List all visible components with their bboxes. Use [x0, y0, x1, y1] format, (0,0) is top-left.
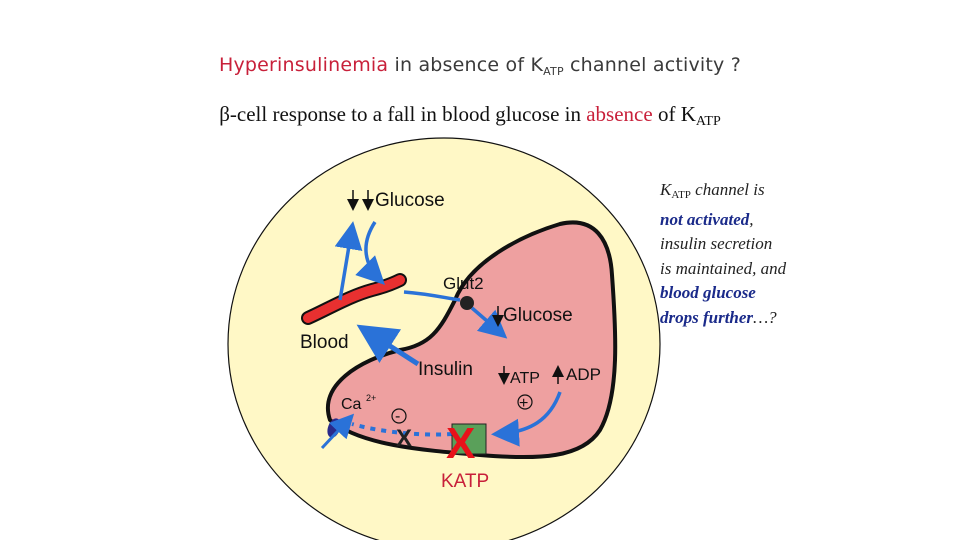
- glucose-inside-label: Glucose: [503, 305, 573, 326]
- small-x-mark: X: [396, 425, 412, 452]
- katp-label: KATP: [441, 471, 489, 492]
- glucose-to-blood-arrow: [355, 221, 385, 285]
- ca-influx-arrow: [320, 413, 355, 450]
- slide-title: Hyperinsulinemia in absence of KATP chan…: [0, 54, 960, 78]
- subtitle-text: β-cell response to a fall in blood gluco…: [219, 102, 587, 126]
- blood-label: Blood: [300, 332, 349, 353]
- atp-to-katp-arrow: [491, 391, 562, 447]
- insulin-label: Insulin: [418, 359, 473, 380]
- note-line-2: not activated: [660, 209, 750, 229]
- glut2-label: Glut2: [443, 274, 484, 293]
- katp-blocked-x: X: [446, 419, 475, 468]
- title-text: in absence of K: [388, 54, 544, 76]
- note-line-3: insulin secretion: [660, 234, 773, 253]
- slide-subtitle: β-cell response to a fall in blood gluco…: [0, 102, 940, 130]
- adp-label: ADP: [566, 365, 601, 384]
- blood-vessel-fill: [303, 275, 405, 323]
- title-subscript: ATP: [543, 65, 564, 78]
- note-k-sub: ATP: [671, 189, 691, 201]
- note-line-6: drops further: [660, 307, 754, 327]
- glut2-inside-arrow: [470, 306, 508, 339]
- ca-superscript: 2+: [366, 393, 376, 403]
- note-line-1: channel is: [690, 180, 765, 199]
- note-line-5: blood glucose: [660, 283, 756, 302]
- plus-circle: [517, 394, 533, 410]
- note-line-6-end: …?: [753, 307, 777, 327]
- glucose-outside-label: Glucose: [375, 190, 445, 211]
- title-highlight: Hyperinsulinemia: [218, 54, 389, 76]
- glut2-transporter: [460, 296, 474, 310]
- note-line-2-comma: ,: [749, 209, 754, 229]
- insulin-secretion-arrow: [356, 324, 420, 367]
- note-line-4: is maintained, and: [660, 258, 787, 278]
- minus-circle: [391, 408, 407, 424]
- ca-label: Ca: [341, 396, 362, 413]
- subtitle-highlight: absence: [586, 102, 653, 126]
- subtitle-subscript: ATP: [695, 114, 721, 129]
- katp-channel: [451, 423, 487, 455]
- depolarization-dotted-path: [351, 422, 453, 437]
- title-text-end: channel activity ?: [563, 54, 742, 76]
- plus-sign: +: [519, 395, 528, 412]
- side-note: KATP channel is not activated, insulin s…: [660, 178, 830, 330]
- minus-sign: -: [395, 408, 400, 425]
- glut2-entry-arrow: [403, 290, 461, 302]
- beta-cell-body: [326, 220, 618, 460]
- subtitle-text-end: of K: [652, 102, 696, 126]
- note-k: K: [660, 180, 672, 199]
- blood-to-glucose-arrow: [334, 221, 363, 301]
- atp-label: ATP: [510, 370, 540, 387]
